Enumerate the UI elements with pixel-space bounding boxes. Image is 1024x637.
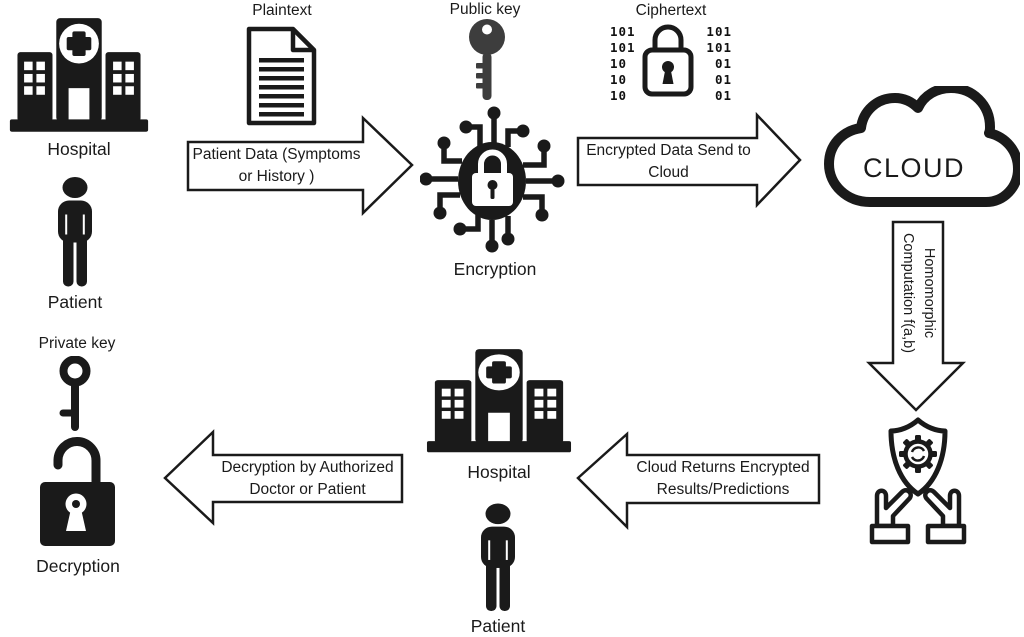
arrow-cloud-returns-label: Cloud Returns Encrypted Results/Predicti… [636, 459, 810, 498]
cloud-icon: CLOUD [820, 86, 1020, 212]
arrow-send-to-cloud-label: Encrypted Data Send to Cloud [586, 141, 751, 181]
arrow-send-to-cloud: Encrypted Data Send to Cloud [576, 112, 804, 208]
hospital-bottom-icon [425, 344, 573, 454]
binary-left: 101 101 10 10 10 [610, 24, 636, 103]
private-key-label: Private key [38, 335, 116, 352]
cloud-label: CLOUD [863, 153, 965, 183]
arrow-patient-data: Patient Data (Symptoms or History ) [186, 114, 416, 216]
arrow-cloud-returns: Cloud Returns Encrypted Results/Predicti… [574, 428, 822, 530]
plaintext-label: Plaintext [252, 2, 312, 19]
ciphertext-icon: 101 101 10 10 10 101 101 01 01 01 [610, 22, 732, 106]
public-key-icon [466, 18, 508, 102]
secure-computation-icon [862, 416, 974, 548]
arrow-decryption-by-label: Decryption by Authorized Doctor or Patie… [221, 458, 394, 498]
private-key-icon [54, 356, 96, 434]
hospital-top-label: Hospital [47, 139, 111, 159]
patient-top-icon [50, 176, 100, 289]
hospital-bottom-label: Hospital [467, 462, 531, 482]
arrow-homomorphic-label: Homomorphic Computation f(a,b) [900, 232, 938, 354]
binary-right: 101 101 01 01 01 [706, 24, 732, 103]
ciphertext-label: Ciphertext [635, 2, 707, 19]
decryption-lock-icon [38, 434, 118, 550]
encryption-icon [420, 103, 570, 253]
patient-bottom-icon [473, 503, 523, 613]
arrow-decryption-by: Decryption by Authorized Doctor or Patie… [162, 428, 404, 528]
hospital-top-icon [8, 10, 150, 136]
public-key-label: Public key [449, 1, 521, 18]
encryption-label: Encryption [453, 259, 537, 279]
document-icon [243, 26, 319, 126]
patient-bottom-label: Patient [470, 616, 526, 636]
patient-top-label: Patient [47, 292, 103, 312]
decryption-label: Decryption [36, 556, 120, 576]
arrow-homomorphic: Homomorphic Computation f(a,b) [866, 220, 966, 414]
arrow-patient-data-label: Patient Data (Symptoms or History ) [192, 146, 361, 185]
